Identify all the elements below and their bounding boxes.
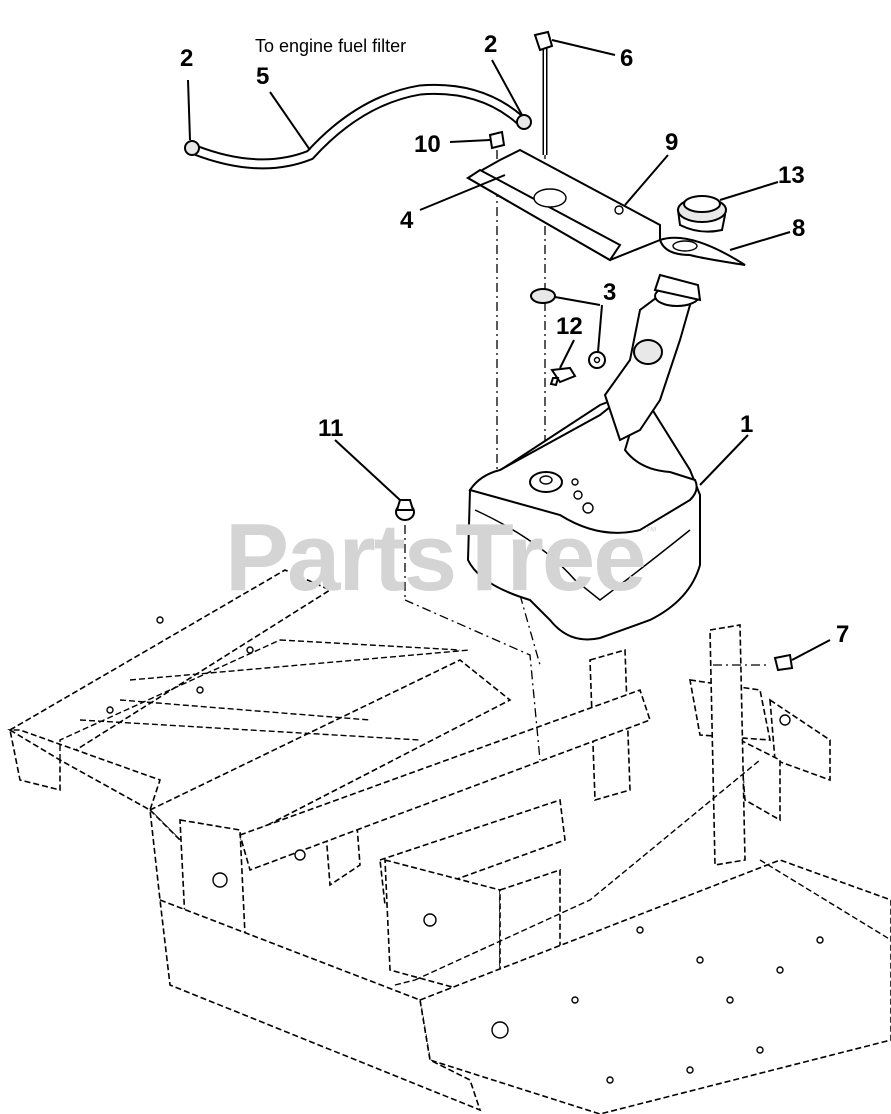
callout-11: 11: [318, 415, 343, 442]
callout-1: 1: [740, 411, 753, 438]
callout-8: 8: [792, 215, 805, 242]
elbow-fitting: [549, 366, 577, 387]
callout-7: 7: [836, 621, 849, 648]
callout-2-left: 2: [180, 45, 193, 72]
bolt-10: [488, 130, 506, 150]
fuel-cap: [676, 195, 727, 233]
callout-3: 3: [603, 279, 616, 306]
callout-5: 5: [256, 63, 269, 90]
watermark-text: PartsTree: [225, 504, 645, 611]
hose-clamp: [395, 499, 415, 521]
gasket: [658, 236, 746, 266]
vent-tube: [533, 30, 554, 155]
tank-bracket: [465, 148, 661, 262]
callout-6: 6: [620, 45, 633, 72]
callout-9: 9: [665, 129, 678, 156]
watermark-trademark: ™: [645, 524, 657, 538]
watermark: PartsTree ™: [225, 504, 657, 611]
callout-13: 13: [778, 162, 805, 189]
fuel-tank: [466, 273, 702, 641]
fuel-filter-note: To engine fuel filter: [255, 36, 406, 56]
callout-10: 10: [414, 131, 441, 158]
leader-lines: [187, 39, 831, 661]
fuel-line: [184, 83, 532, 170]
callouts: To engine fuel filter 2 5 2 6 10 9 13 4 …: [180, 31, 849, 648]
callout-12: 12: [556, 313, 583, 340]
callout-4: 4: [400, 207, 414, 234]
pin-7: [773, 653, 794, 672]
alignment-lines: [404, 150, 770, 761]
mower-frame: [7, 569, 891, 1114]
callout-2-right: 2: [484, 31, 497, 58]
grommets: [530, 288, 606, 369]
